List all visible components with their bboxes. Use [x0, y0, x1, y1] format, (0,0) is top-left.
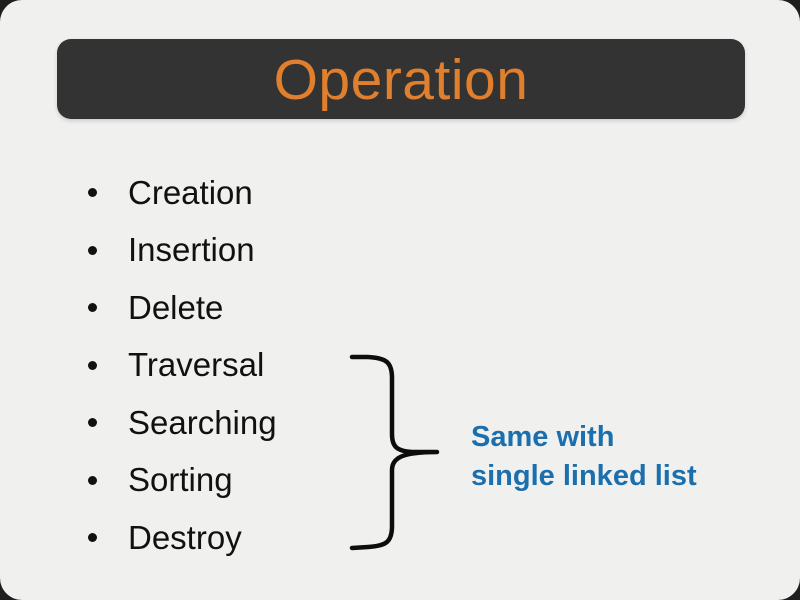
bullet-icon — [88, 303, 97, 313]
list-item: Searching — [88, 394, 277, 452]
list-item-label: Destroy — [128, 518, 242, 556]
curly-brace — [340, 346, 450, 558]
bullet-icon — [88, 245, 97, 255]
page-title: Operation — [273, 48, 529, 112]
bullet-list: Creation Insertion Delete Traversal Sear… — [88, 164, 277, 567]
title-bar: Operation — [57, 39, 745, 119]
annotation-line-1: Same with — [471, 421, 615, 453]
list-item-label: Delete — [128, 288, 224, 326]
list-item-label: Traversal — [128, 346, 265, 384]
list-item: Insertion — [88, 222, 277, 280]
list-item: Creation — [88, 164, 277, 222]
curly-brace-icon — [349, 354, 440, 551]
list-item-label: Sorting — [128, 461, 233, 499]
list-item: Traversal — [88, 337, 277, 395]
list-item: Destroy — [88, 509, 277, 567]
bullet-icon — [88, 475, 97, 485]
bullet-icon — [88, 360, 97, 370]
list-item-label: Creation — [128, 173, 253, 211]
bullet-icon — [88, 188, 97, 198]
bullet-icon — [88, 533, 97, 543]
annotation: Same with single linked list — [471, 418, 697, 497]
annotation-line-2: single linked list — [471, 460, 697, 493]
bullet-icon — [88, 418, 97, 428]
curly-brace-path — [349, 354, 440, 551]
list-item-label: Searching — [128, 403, 277, 441]
list-item-label: Insertion — [128, 231, 255, 269]
list-item: Sorting — [88, 452, 277, 510]
list-item: Delete — [88, 279, 277, 337]
